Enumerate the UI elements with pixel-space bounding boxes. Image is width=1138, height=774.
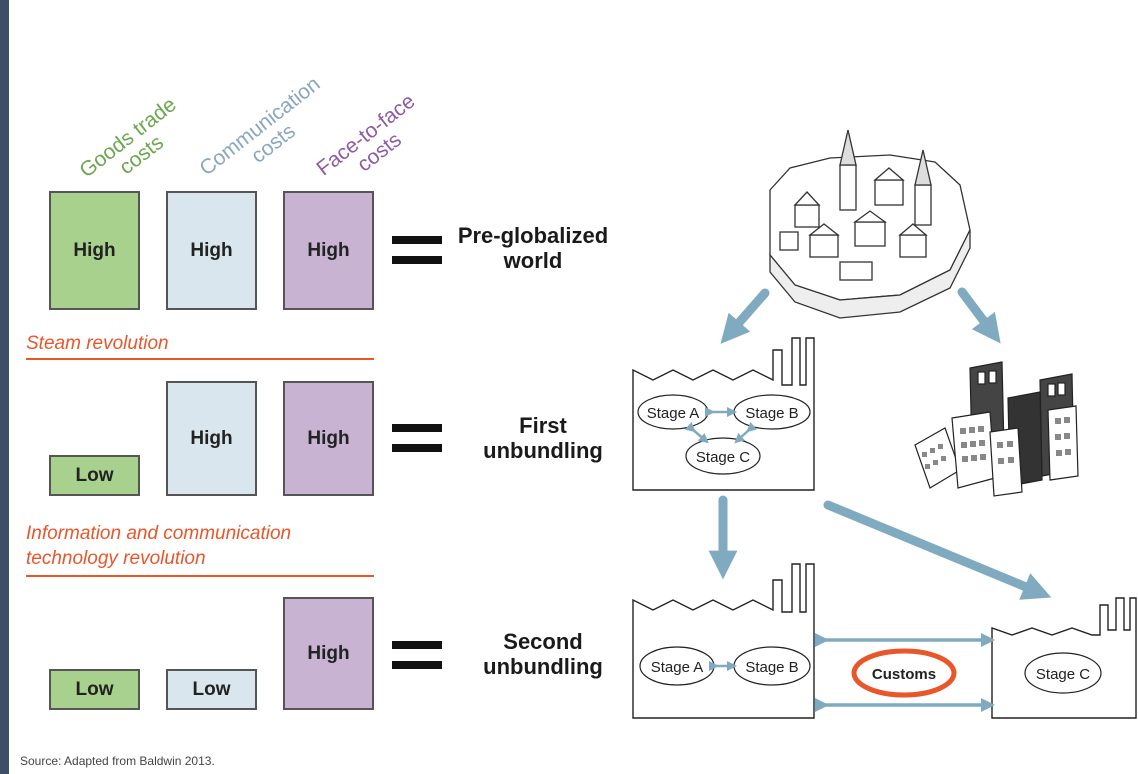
first-stage-c-label: Stage C: [696, 449, 750, 466]
second-stage-a-label: Stage A: [651, 659, 704, 676]
customs-label: Customs: [872, 666, 936, 683]
row3-goods-box: Low: [49, 669, 140, 710]
second-unbundling-factory-ab: Stage A Stage B: [632, 563, 815, 719]
row2-result: First unbundling: [458, 413, 628, 463]
row2-result-line2: unbundling: [483, 438, 603, 463]
second-stage-c-label: Stage C: [1036, 666, 1090, 683]
row1-face-box: High: [283, 191, 374, 310]
row1-communication-box: High: [166, 191, 257, 310]
customs-link: Customs: [815, 633, 995, 712]
row2-communication-box: High: [166, 381, 257, 496]
row3-result-line1: Second: [503, 629, 583, 654]
ict-revolution-label: Information and communication technology…: [26, 521, 291, 571]
ict-revolution-line2: technology revolution: [26, 548, 206, 569]
row3-face-box: High: [283, 597, 374, 710]
ict-revolution-line1: Information and communication: [26, 523, 292, 544]
source-note: Source: Adapted from Baldwin 2013.: [20, 754, 215, 768]
second-unbundling-factory-c: Stage C: [991, 597, 1137, 719]
first-stage-a-label: Stage A: [647, 405, 700, 422]
row1-result-line1: Pre-globalized: [457, 223, 609, 248]
steam-revolution-label: Steam revolution: [26, 333, 169, 354]
second-stage-b-label: Stage B: [745, 659, 798, 676]
left-accent-bar: [0, 0, 9, 774]
row1-equals-sign: [392, 236, 442, 264]
row3-result: Second unbundling: [458, 629, 628, 679]
customs-ring: [851, 648, 957, 698]
ict-revolution-rule: [26, 575, 374, 577]
row1-result-line2: world: [503, 248, 563, 273]
row1-goods-box: High: [49, 191, 140, 310]
row2-equals-sign: [392, 424, 442, 452]
row3-communication-box: Low: [166, 669, 257, 710]
arrow-factory-to-stage-c: [823, 500, 1052, 600]
walled-village-icon: [769, 129, 971, 319]
arrow-village-to-factory: [720, 288, 770, 344]
row1-result: Pre-globalized world: [448, 223, 618, 273]
flow-arrows: [708, 287, 1052, 600]
arrow-village-to-city: [957, 287, 1001, 344]
row2-goods-box: Low: [49, 455, 140, 496]
city-skyline-icon: [914, 361, 1079, 497]
first-unbundling-factory: Stage A Stage B Stage C: [632, 337, 815, 491]
row3-equals-sign: [392, 641, 442, 669]
row3-result-line2: unbundling: [483, 654, 603, 679]
row2-face-box: High: [283, 381, 374, 496]
steam-revolution-rule: [26, 358, 374, 360]
row2-result-line1: First: [519, 413, 567, 438]
first-stage-b-label: Stage B: [745, 405, 798, 422]
